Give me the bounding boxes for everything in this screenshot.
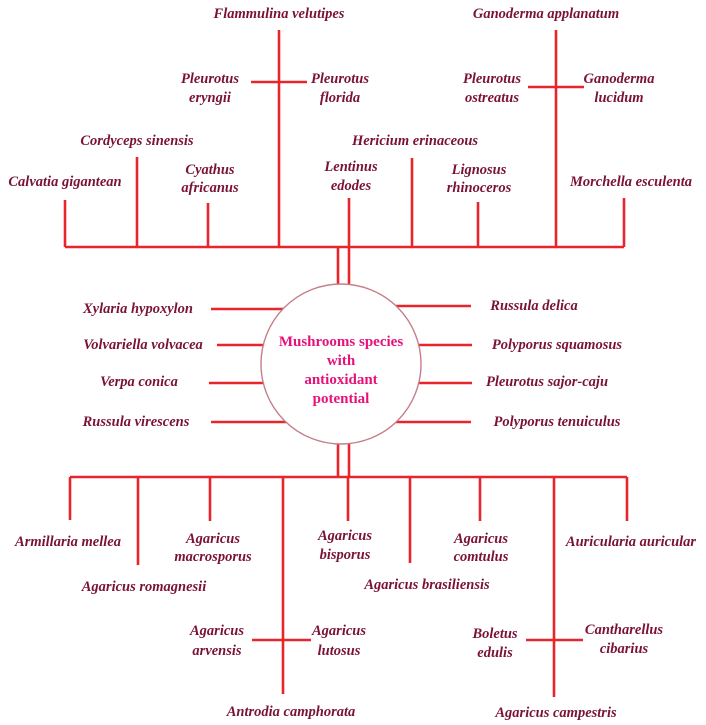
side-labels: Xylaria hypoxylon Volvariella volvacea V… — [82, 298, 623, 430]
label-boletus-1: Boletus — [471, 626, 517, 642]
label-agaricus-lutosus-1: Agaricus — [311, 623, 366, 639]
label-cordyceps: Cordyceps sinensis — [80, 133, 194, 149]
label-morchella: Morchella esculenta — [569, 174, 692, 190]
center-title-line-3: antioxidant — [304, 372, 377, 388]
label-agaricus-romagnesii: Agaricus romagnesii — [81, 579, 206, 595]
center-title-line-1: Mushrooms species — [279, 334, 403, 350]
label-agaricus-brasiliensis: Agaricus brasiliensis — [363, 577, 490, 593]
label-flammulina: Flammulina velutipes — [213, 6, 345, 22]
label-ganoderma-applanatum: Ganoderma applanatum — [473, 6, 619, 22]
label-agaricus-arvensis-2: arvensis — [192, 643, 242, 659]
label-agaricus-bisporus-2: bisporus — [320, 547, 371, 563]
label-xylaria: Xylaria hypoxylon — [82, 301, 193, 317]
label-agaricus-lutosus-2: lutosus — [318, 643, 361, 659]
label-agaricus-bisporus-1: Agaricus — [317, 528, 372, 544]
label-russula-virescens: Russula virescens — [82, 414, 190, 430]
label-volvariella: Volvariella volvacea — [83, 337, 203, 353]
center-title-line-4: potential — [313, 391, 370, 407]
label-polyporus-tenuiculus: Polyporus tenuiculus — [494, 414, 621, 430]
label-ganoderma-lucidum-1: Ganoderma — [584, 71, 655, 87]
label-pleurotus-florida-2: florida — [320, 90, 360, 106]
bottom-labels: Armillaria mellea Agaricus romagnesii Ag… — [14, 528, 696, 721]
label-pleurotus-eryngii-2: eryngii — [189, 90, 231, 106]
label-pleurotus-ostreatus-2: ostreatus — [465, 90, 519, 106]
label-pleurotus-florida-1: Pleurotus — [311, 71, 369, 87]
label-pleurotus-ostreatus-1: Pleurotus — [463, 71, 521, 87]
label-cyathus-1: Cyathus — [185, 162, 235, 178]
top-labels: Calvatia gigantean Cordyceps sinensis Cy… — [8, 6, 692, 196]
label-ganoderma-lucidum-2: lucidum — [594, 90, 643, 106]
label-cantharellus-2: cibarius — [600, 641, 649, 657]
center-title-line-2: with — [327, 353, 356, 369]
label-polyporus-squamosus: Polyporus squamosus — [492, 337, 622, 353]
label-cyathus-2: africanus — [181, 180, 239, 196]
label-lignosus-1: Lignosus — [451, 162, 507, 178]
label-antrodia: Antrodia camphorata — [226, 704, 356, 720]
label-armillaria: Armillaria mellea — [14, 534, 121, 550]
label-agaricus-comtulus-2: comtulus — [454, 549, 509, 565]
label-pleurotus-sajor: Pleurotus sajor-caju — [486, 374, 608, 390]
label-agaricus-macrosporus-1: Agaricus — [185, 531, 240, 547]
label-agaricus-arvensis-1: Agaricus — [189, 623, 244, 639]
label-agaricus-macrosporus-2: macrosporus — [174, 549, 252, 565]
label-boletus-2: edulis — [477, 645, 513, 661]
label-verpa: Verpa conica — [100, 374, 178, 390]
center-circle — [260, 283, 422, 445]
label-russula-delica: Russula delica — [489, 298, 577, 314]
label-lentinus-1: Lentinus — [323, 159, 378, 175]
label-agaricus-comtulus-1: Agaricus — [453, 531, 508, 547]
label-cantharellus-1: Cantharellus — [585, 622, 664, 638]
label-auricularia: Auricularia auricular — [565, 534, 696, 550]
label-lignosus-2: rhinoceros — [447, 180, 512, 196]
label-hericium: Hericium erinaceous — [351, 133, 478, 149]
label-calvatia: Calvatia gigantean — [8, 174, 121, 190]
label-agaricus-campestris: Agaricus campestris — [494, 705, 617, 721]
center-node: Mushrooms species with antioxidant poten… — [260, 283, 422, 445]
label-lentinus-2: edodes — [331, 178, 372, 194]
connector-lines — [63, 30, 629, 697]
label-pleurotus-eryngii-1: Pleurotus — [181, 71, 239, 87]
